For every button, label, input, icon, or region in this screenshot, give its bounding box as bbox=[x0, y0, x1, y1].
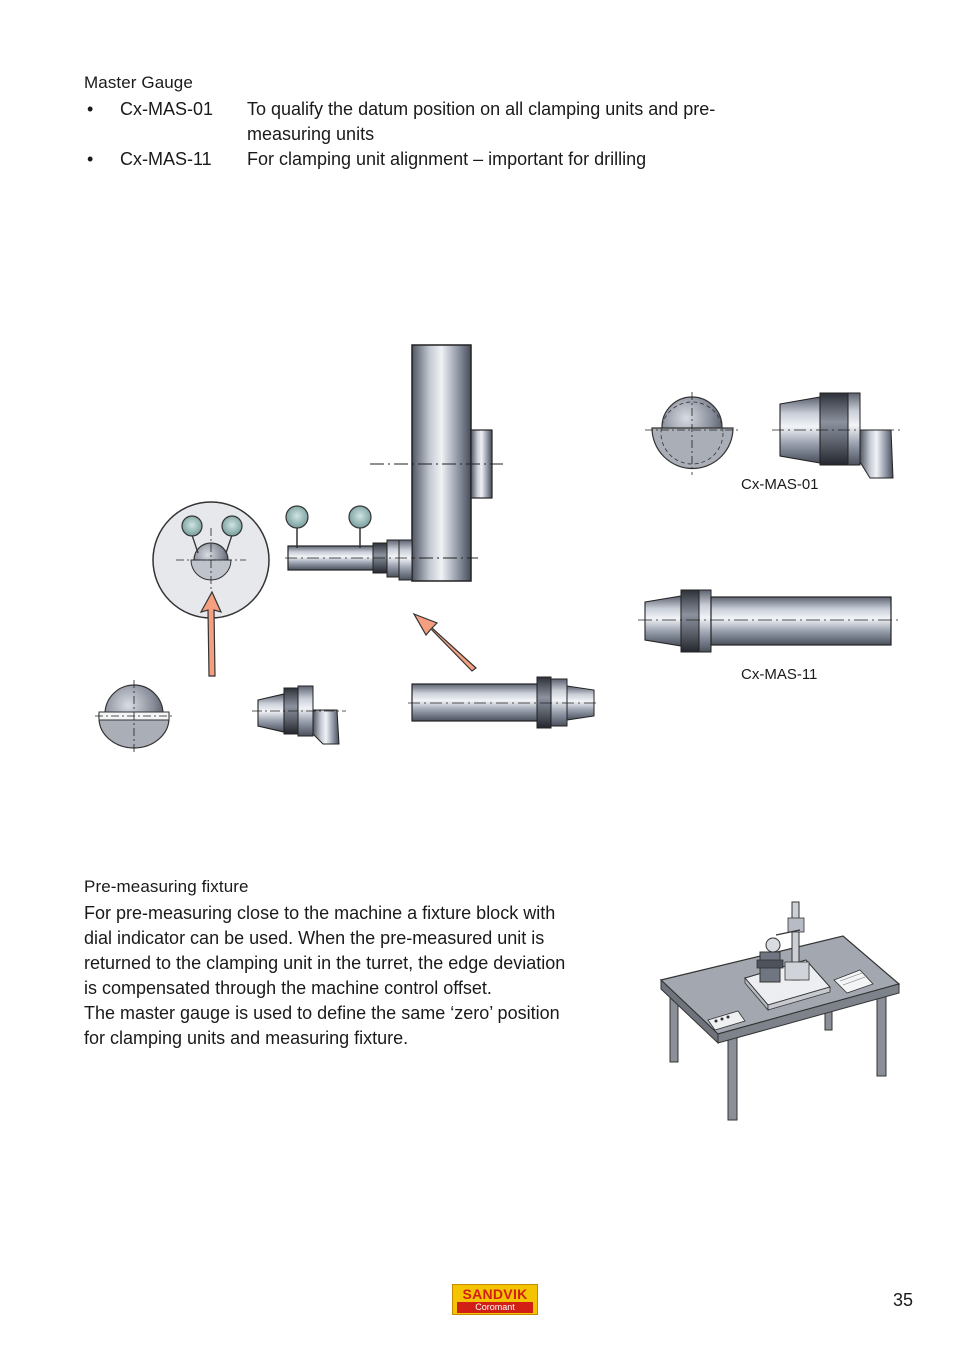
sandvik-coromant-logo: SANDVIK Coromant bbox=[452, 1284, 538, 1315]
body-line: For pre-measuring close to the machine a… bbox=[84, 903, 556, 923]
master-gauge-heading: Master Gauge bbox=[84, 73, 193, 92]
label-cx-mas-11: Cx-MAS-11 bbox=[741, 666, 818, 683]
item-code: Cx-MAS-11 bbox=[120, 149, 212, 169]
page-number: 35 bbox=[893, 1290, 914, 1310]
body-line: The master gauge is used to define the s… bbox=[84, 1003, 560, 1023]
bullet: • bbox=[87, 149, 94, 169]
pre-measuring-heading: Pre-measuring fixture bbox=[84, 877, 249, 896]
cx-mas-11-drawing bbox=[638, 589, 900, 653]
body-line: for clamping units and measuring fixture… bbox=[84, 1028, 409, 1048]
item-description: For clamping unit alignment – important … bbox=[247, 149, 647, 169]
clamping-unit-mounted bbox=[285, 505, 413, 581]
ball-gauge-bottom bbox=[95, 680, 173, 752]
cx-mas-01-drawing bbox=[645, 392, 902, 479]
logo-bottom-text: Coromant bbox=[457, 1302, 533, 1313]
clamping-unit-small bbox=[252, 685, 346, 745]
logo-top-text: SANDVIK bbox=[462, 1286, 528, 1302]
pre-measuring-body: For pre-measuring close to the machine a… bbox=[84, 901, 644, 1051]
body-line: dial indicator can be used. When the pre… bbox=[84, 928, 545, 948]
label-cx-mas-01: Cx-MAS-01 bbox=[741, 476, 819, 493]
arrow-diagonal-icon bbox=[412, 612, 477, 672]
turret-disk bbox=[370, 344, 503, 582]
item-description: To qualify the datum position on all cla… bbox=[247, 99, 716, 144]
gauge-bar-bottom bbox=[408, 676, 600, 729]
item-code: Cx-MAS-01 bbox=[120, 99, 214, 119]
bullet: • bbox=[87, 99, 94, 119]
front-view-detail bbox=[152, 501, 270, 619]
body-line: returned to the clamping unit in the tur… bbox=[84, 953, 566, 973]
arrow-up-icon bbox=[199, 590, 223, 677]
body-line: is compensated through the machine contr… bbox=[84, 978, 492, 998]
